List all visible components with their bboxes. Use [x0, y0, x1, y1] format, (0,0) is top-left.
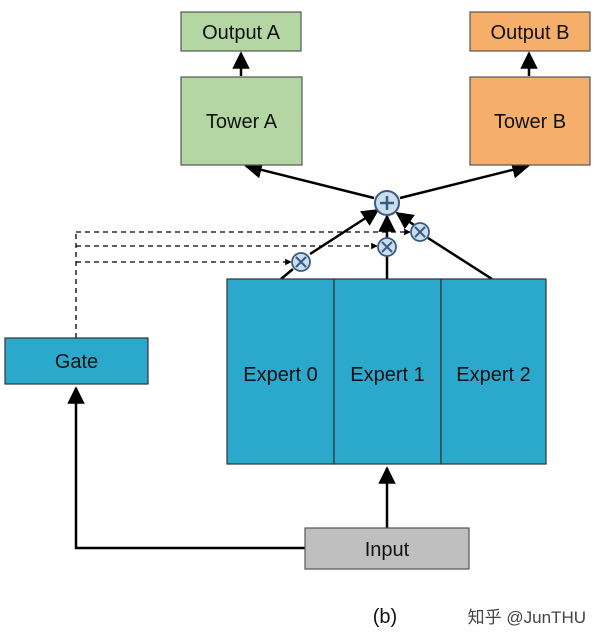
tower-b-box: Tower B: [469, 76, 591, 166]
experts-block: Expert 0 Expert 1 Expert 2: [226, 278, 547, 465]
watermark-text: 知乎 @JunTHU: [468, 608, 586, 627]
mult2-to-sum: [395, 211, 415, 230]
arrow-input-to-gate: [67, 386, 305, 550]
mult0-to-sum: [309, 208, 380, 256]
expert-0-box: [226, 278, 335, 465]
output-b-label: Output B: [491, 22, 570, 44]
expert-0-label: Expert 0: [243, 364, 317, 386]
output-b-box: Output B: [469, 11, 591, 52]
sum-node-icon: [374, 190, 400, 216]
figure-caption: (b): [373, 606, 397, 628]
tower-b-label: Tower B: [494, 111, 566, 133]
multiply-node-2-icon: [410, 222, 430, 242]
expert-2-label: Expert 2: [456, 364, 530, 386]
input-label: Input: [365, 539, 410, 561]
gate-label: Gate: [55, 351, 98, 373]
tower-a-label: Tower A: [206, 111, 278, 133]
expert-2-box: [440, 278, 547, 465]
expert2-to-mult2: [427, 236, 493, 281]
sum-to-tower-b: [399, 161, 530, 200]
output-a-box: Output A: [180, 11, 302, 52]
expert-1-label: Expert 1: [350, 364, 424, 386]
multiply-node-0-icon: [291, 252, 311, 272]
output-a-label: Output A: [202, 22, 280, 44]
sum-to-tower-a: [244, 161, 375, 200]
input-box: Input: [304, 527, 470, 570]
gate-box: Gate: [4, 337, 149, 385]
multiply-node-1-icon: [377, 237, 397, 257]
expert0-to-mult0: [280, 268, 294, 280]
expert-1-box: [333, 278, 442, 465]
tower-a-box: Tower A: [180, 76, 303, 166]
